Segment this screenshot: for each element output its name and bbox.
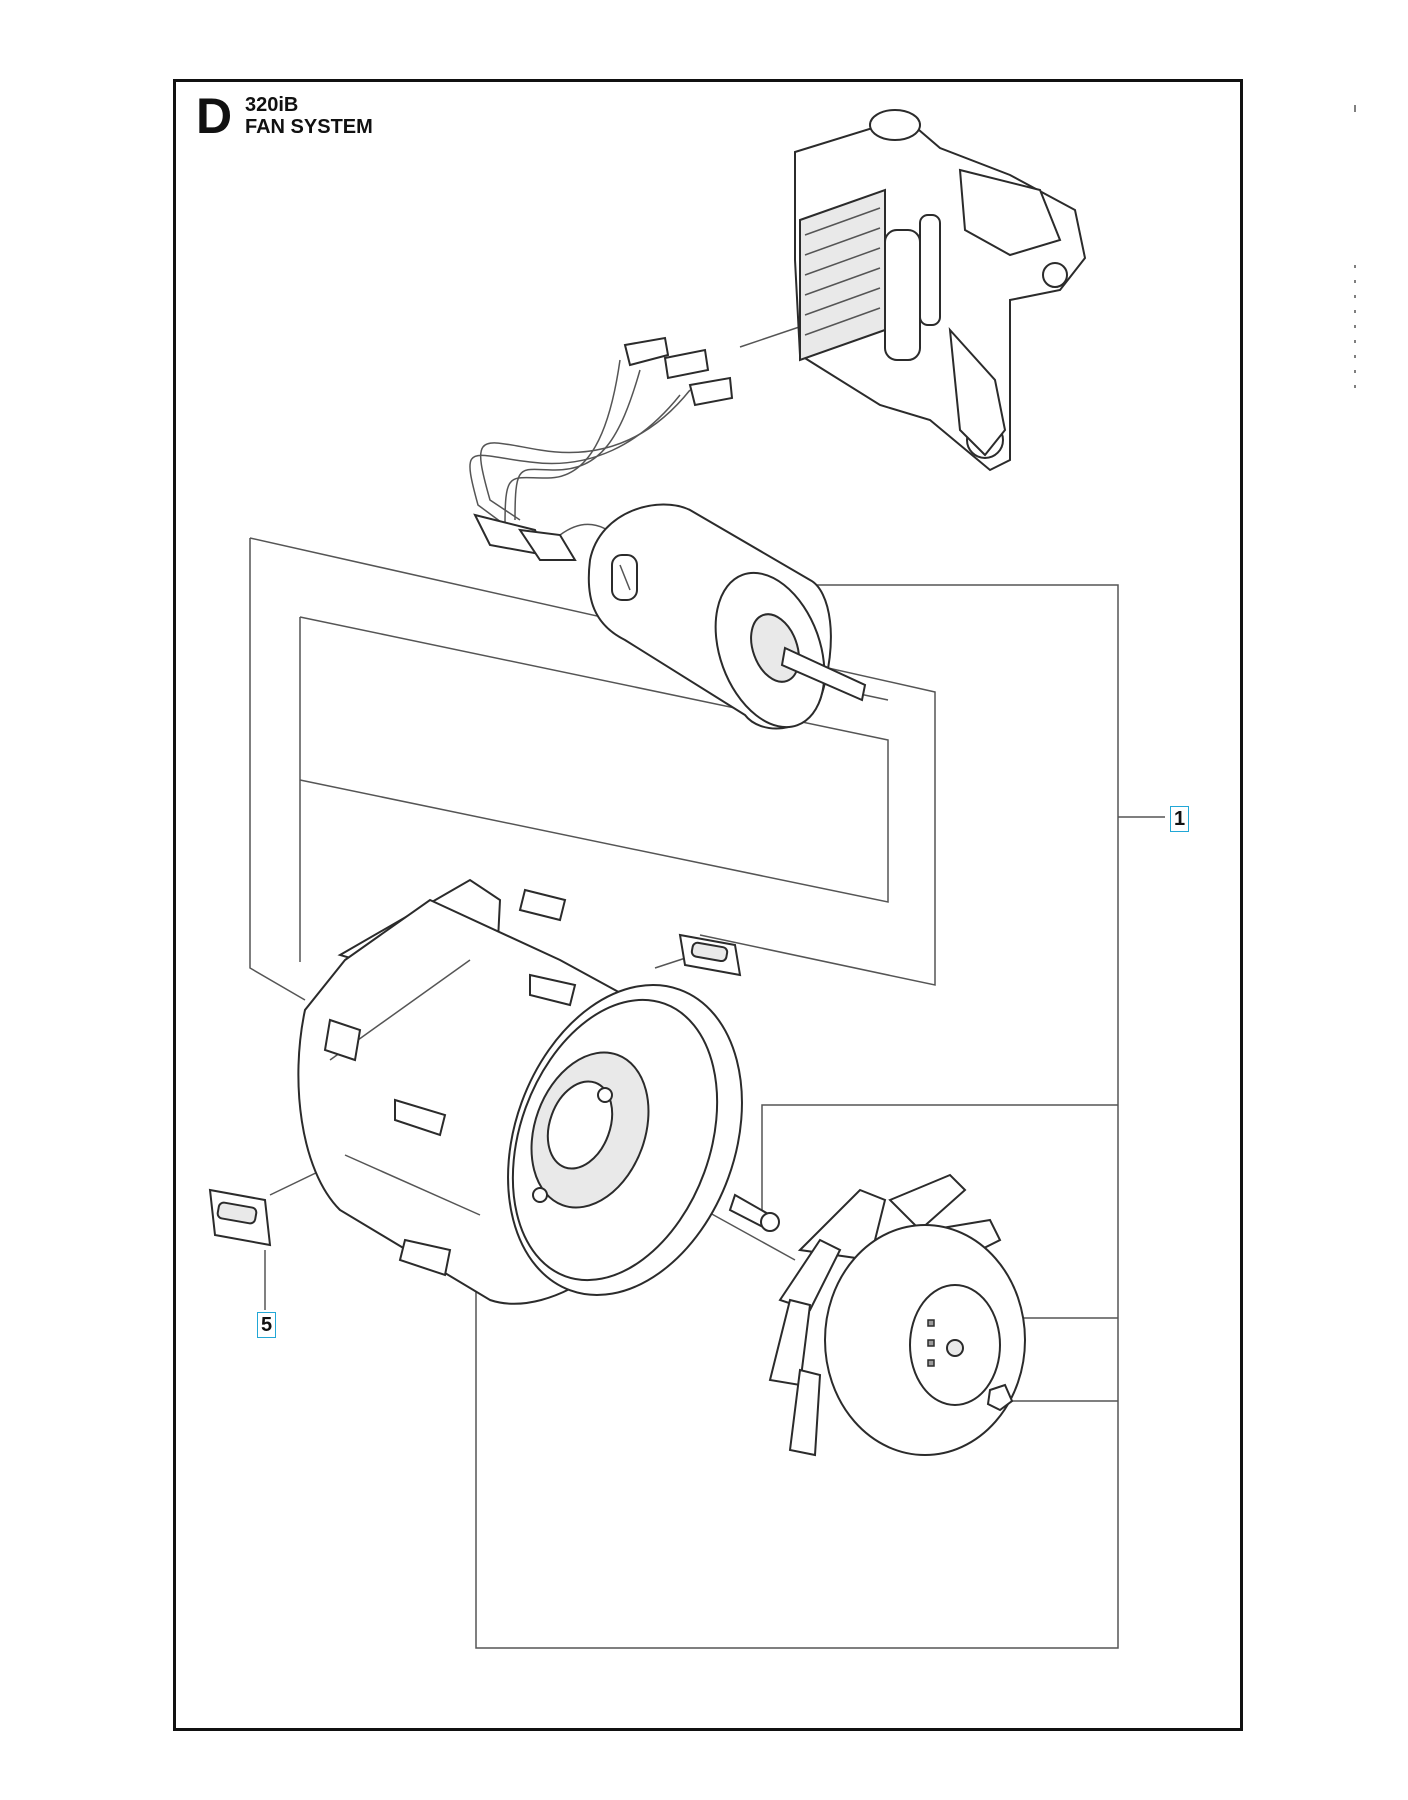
inner-outline (299, 616, 889, 903)
diagram-title: FAN SYSTEM (245, 116, 373, 138)
group-bracket-line (475, 584, 1119, 1649)
model-name: 320iB (245, 94, 299, 116)
section-letter: D (196, 88, 233, 144)
impeller (768, 1173, 1026, 1457)
screw-leader (761, 1104, 1118, 1215)
leader-lines (249, 319, 1165, 1649)
rubber-grommets (208, 933, 742, 1247)
control-unit (794, 109, 1087, 472)
callout-5-label: 5 (257, 1312, 277, 1338)
screw (728, 1193, 780, 1232)
fan-housing (297, 878, 743, 1305)
fan-motor (587, 503, 867, 730)
assembly-outline-top (249, 537, 936, 986)
diagram-frame (173, 79, 1243, 1731)
assembly-outline (249, 538, 306, 1001)
nut (986, 1383, 1014, 1412)
wire-harness (469, 336, 734, 561)
callout-1-label: 1 (1170, 806, 1190, 832)
